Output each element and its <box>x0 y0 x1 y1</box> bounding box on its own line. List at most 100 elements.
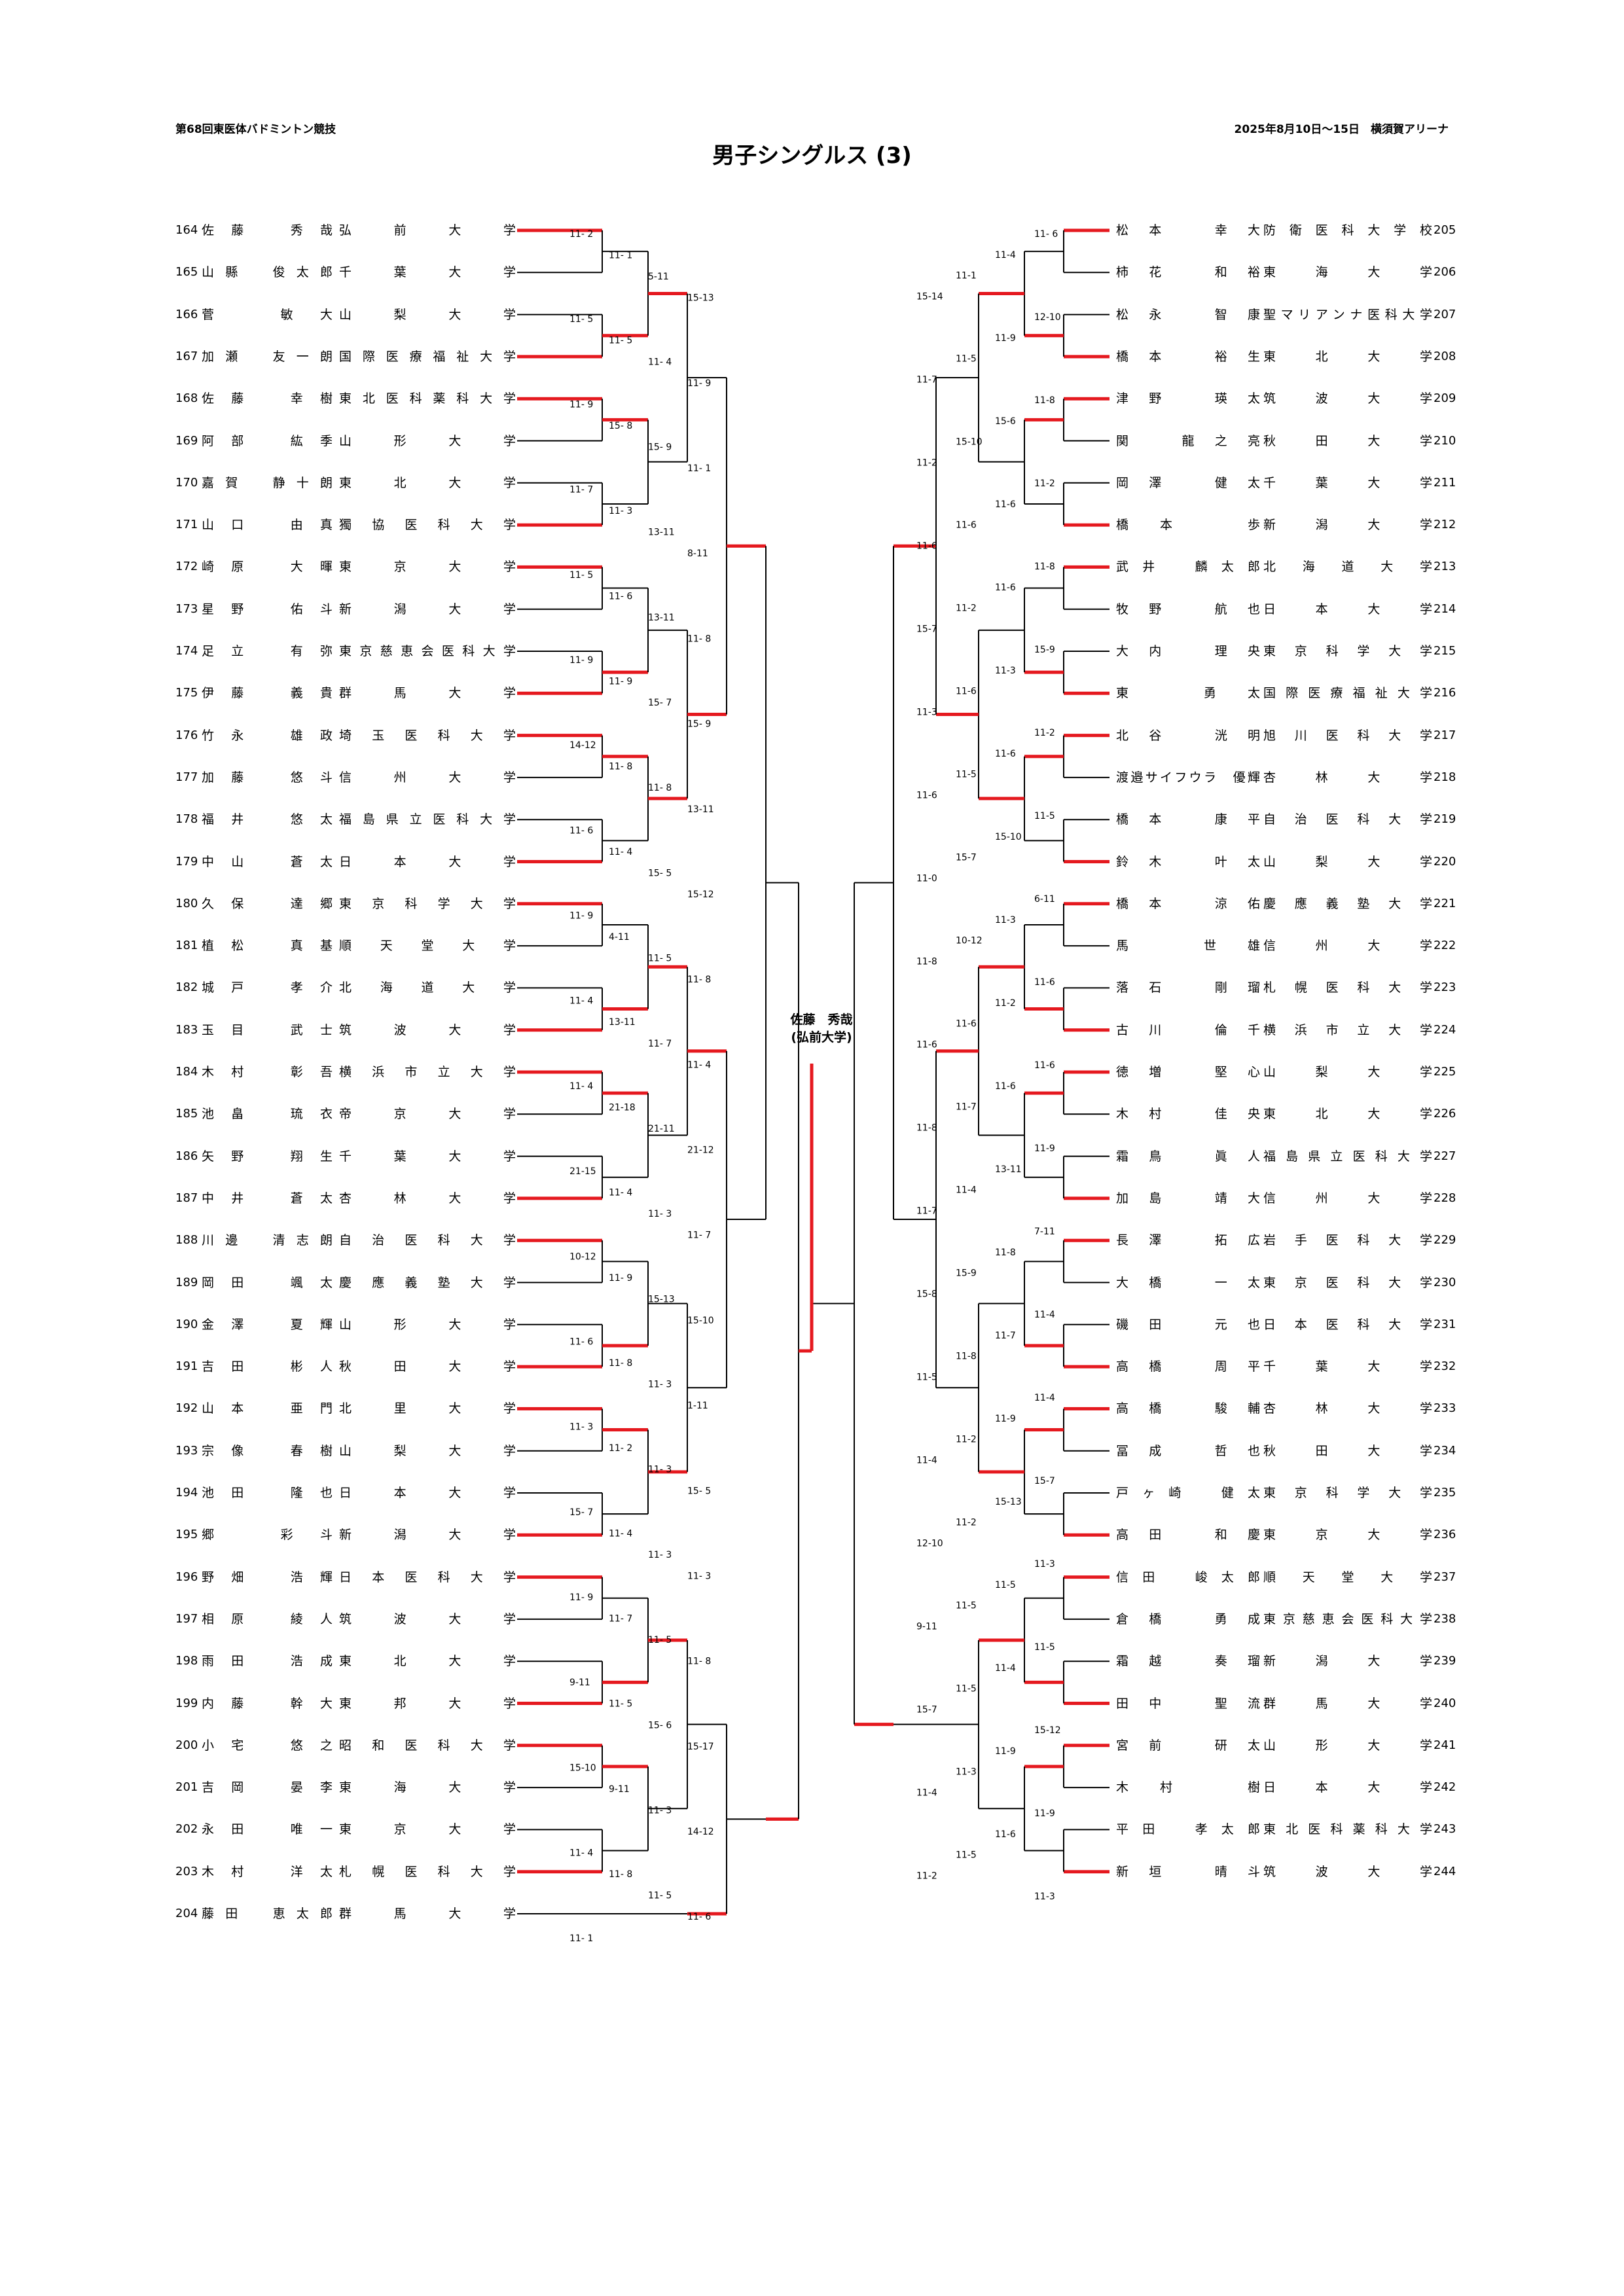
player-name: 菅 敏大 <box>202 307 333 322</box>
player-name: 小宅 悠之 <box>202 1738 333 1753</box>
player-name: 木村 佳央 <box>1116 1107 1260 1122</box>
player-name: 城戸 孝介 <box>202 980 333 996</box>
game-score: 11-0 <box>916 873 937 884</box>
player-number: 208 <box>1434 349 1456 363</box>
game-score: 11- 4 <box>609 847 632 857</box>
player-name: 松永 智康 <box>1116 307 1260 322</box>
player-name: 東 勇太 <box>1116 686 1260 701</box>
game-score: 13-11 <box>648 528 675 538</box>
player-number: 209 <box>1434 391 1456 406</box>
game-score: 11- 3 <box>569 1422 593 1433</box>
game-score: 15-10 <box>687 1316 714 1326</box>
player-school: 順天堂大学 <box>1263 1570 1432 1585</box>
player-number: 243 <box>1434 1822 1456 1837</box>
player-number: 231 <box>1434 1317 1456 1331</box>
player-school: 東北大学 <box>339 475 516 490</box>
game-score: 13-11 <box>995 1164 1022 1175</box>
game-score: 15-10 <box>956 437 983 448</box>
game-score: 11- 3 <box>648 1805 672 1816</box>
player-school: 国際医療福祉大学 <box>339 349 516 364</box>
player-number: 220 <box>1434 854 1456 869</box>
player-number: 234 <box>1434 1443 1456 1458</box>
player-number: 198 <box>175 1654 198 1668</box>
game-score: 10-12 <box>569 1251 596 1262</box>
player-name: 渡邉サイフウラ 優輝 <box>1116 770 1260 785</box>
player-school: 山形大学 <box>339 1317 516 1332</box>
player-school: 東邦大学 <box>339 1696 516 1711</box>
player-number: 185 <box>175 1107 198 1121</box>
player-school: 東京科学大学 <box>1263 644 1432 658</box>
game-score: 15- 9 <box>648 442 672 452</box>
player-number: 224 <box>1434 1022 1456 1037</box>
game-score: 11-6 <box>956 1019 977 1030</box>
player-school: 千葉大学 <box>1263 475 1432 490</box>
player-school: 東京慈恵会医科大学 <box>1263 1611 1432 1626</box>
player-name: 高田 和慶 <box>1116 1528 1260 1543</box>
player-school: 新潟大学 <box>339 601 516 617</box>
game-score: 11- 8 <box>687 975 711 985</box>
game-score: 11-4 <box>995 250 1016 260</box>
player-number: 227 <box>1434 1149 1456 1163</box>
game-score: 11- 1 <box>687 463 711 474</box>
game-score: 11-5 <box>956 1684 977 1695</box>
player-number: 214 <box>1434 601 1456 616</box>
player-number: 203 <box>175 1864 198 1878</box>
game-score: 11- 1 <box>569 1933 593 1944</box>
game-score: 11-1 <box>956 271 977 281</box>
player-number: 233 <box>1434 1401 1456 1416</box>
game-score: 11- 6 <box>569 825 593 836</box>
player-school: 福島県立医科大学 <box>1263 1149 1432 1164</box>
player-name: 川邊 清志朗 <box>202 1233 333 1248</box>
player-school: 筑波大学 <box>1263 391 1432 406</box>
player-number: 175 <box>175 686 198 700</box>
game-score: 11- 4 <box>569 1081 593 1092</box>
player-number: 221 <box>1434 896 1456 910</box>
champion-name: 佐藤 秀哉 <box>790 1013 853 1027</box>
player-school: 筑波大学 <box>339 1611 516 1626</box>
player-school: 東海大学 <box>339 1780 516 1795</box>
game-score: 11- 4 <box>609 1528 632 1539</box>
player-number: 189 <box>175 1275 198 1289</box>
player-school: 新潟大学 <box>1263 518 1432 533</box>
game-score: 11-2 <box>956 1518 977 1528</box>
game-score: 11-3 <box>995 666 1016 676</box>
player-name: 長澤 拓広 <box>1116 1233 1260 1248</box>
game-score: 15-12 <box>1034 1725 1061 1736</box>
game-score: 11-3 <box>1034 1559 1055 1570</box>
player-number: 218 <box>1434 770 1456 784</box>
game-score: 12-10 <box>916 1538 943 1549</box>
player-number: 226 <box>1434 1107 1456 1121</box>
player-number: 200 <box>175 1738 198 1752</box>
game-score: 11- 7 <box>609 1614 632 1624</box>
player-name: 吉岡 晏李 <box>202 1780 333 1795</box>
game-score: 11- 9 <box>609 1273 632 1283</box>
player-name: 岡澤 健太 <box>1116 475 1260 490</box>
game-score: 11- 8 <box>609 1358 632 1369</box>
game-score: 21-18 <box>609 1102 636 1113</box>
game-score: 11- 9 <box>569 399 593 410</box>
game-score: 11- 7 <box>687 1230 711 1241</box>
player-number: 237 <box>1434 1570 1456 1584</box>
game-score: 21-11 <box>648 1124 675 1134</box>
game-score: 11- 2 <box>609 1443 632 1454</box>
game-score: 15-14 <box>916 291 943 302</box>
game-score: 11-3 <box>1034 1892 1055 1902</box>
player-name: 内藤 幹大 <box>202 1696 333 1711</box>
player-number: 182 <box>175 980 198 995</box>
game-score: 11-4 <box>1034 1310 1055 1320</box>
player-name: 馬 世雄 <box>1116 939 1260 954</box>
player-name: 松本 幸大 <box>1116 223 1260 238</box>
player-name: 佐藤 幸樹 <box>202 391 333 406</box>
player-number: 173 <box>175 601 198 616</box>
game-score: 11- 8 <box>609 762 632 772</box>
game-score: 11-6 <box>995 583 1016 593</box>
player-school: 北里大学 <box>339 1401 516 1416</box>
player-name: 植松 真基 <box>202 939 333 954</box>
game-score: 11-9 <box>995 333 1016 344</box>
player-school: 東京大学 <box>339 560 516 575</box>
player-school: 自治医科大学 <box>339 1233 516 1248</box>
player-school: 信州大学 <box>1263 1191 1432 1206</box>
player-name: 相原 綾人 <box>202 1611 333 1626</box>
game-score: 15-12 <box>687 889 714 900</box>
